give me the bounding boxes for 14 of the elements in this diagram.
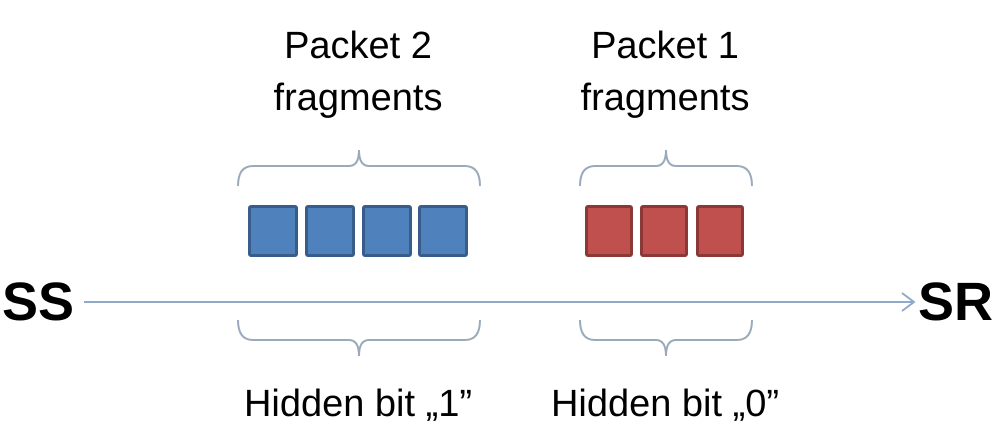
fragment-box: [640, 205, 688, 257]
endpoint-label: SS: [2, 272, 74, 332]
fragment-box: [585, 205, 633, 257]
fragment-box: [418, 205, 468, 257]
fragment-box: [305, 205, 355, 257]
text-label: Hidden bit „0”: [550, 382, 780, 427]
endpoint-label: SR: [918, 272, 994, 332]
fragment-box: [696, 205, 744, 257]
arrow: [84, 292, 915, 312]
text-label: Packet 2 fragments: [272, 24, 444, 121]
text-label: Hidden bit „1”: [242, 382, 474, 427]
text-label: Packet 1 fragments: [580, 24, 750, 121]
fragment-box: [362, 205, 412, 257]
fragment-box: [248, 205, 298, 257]
